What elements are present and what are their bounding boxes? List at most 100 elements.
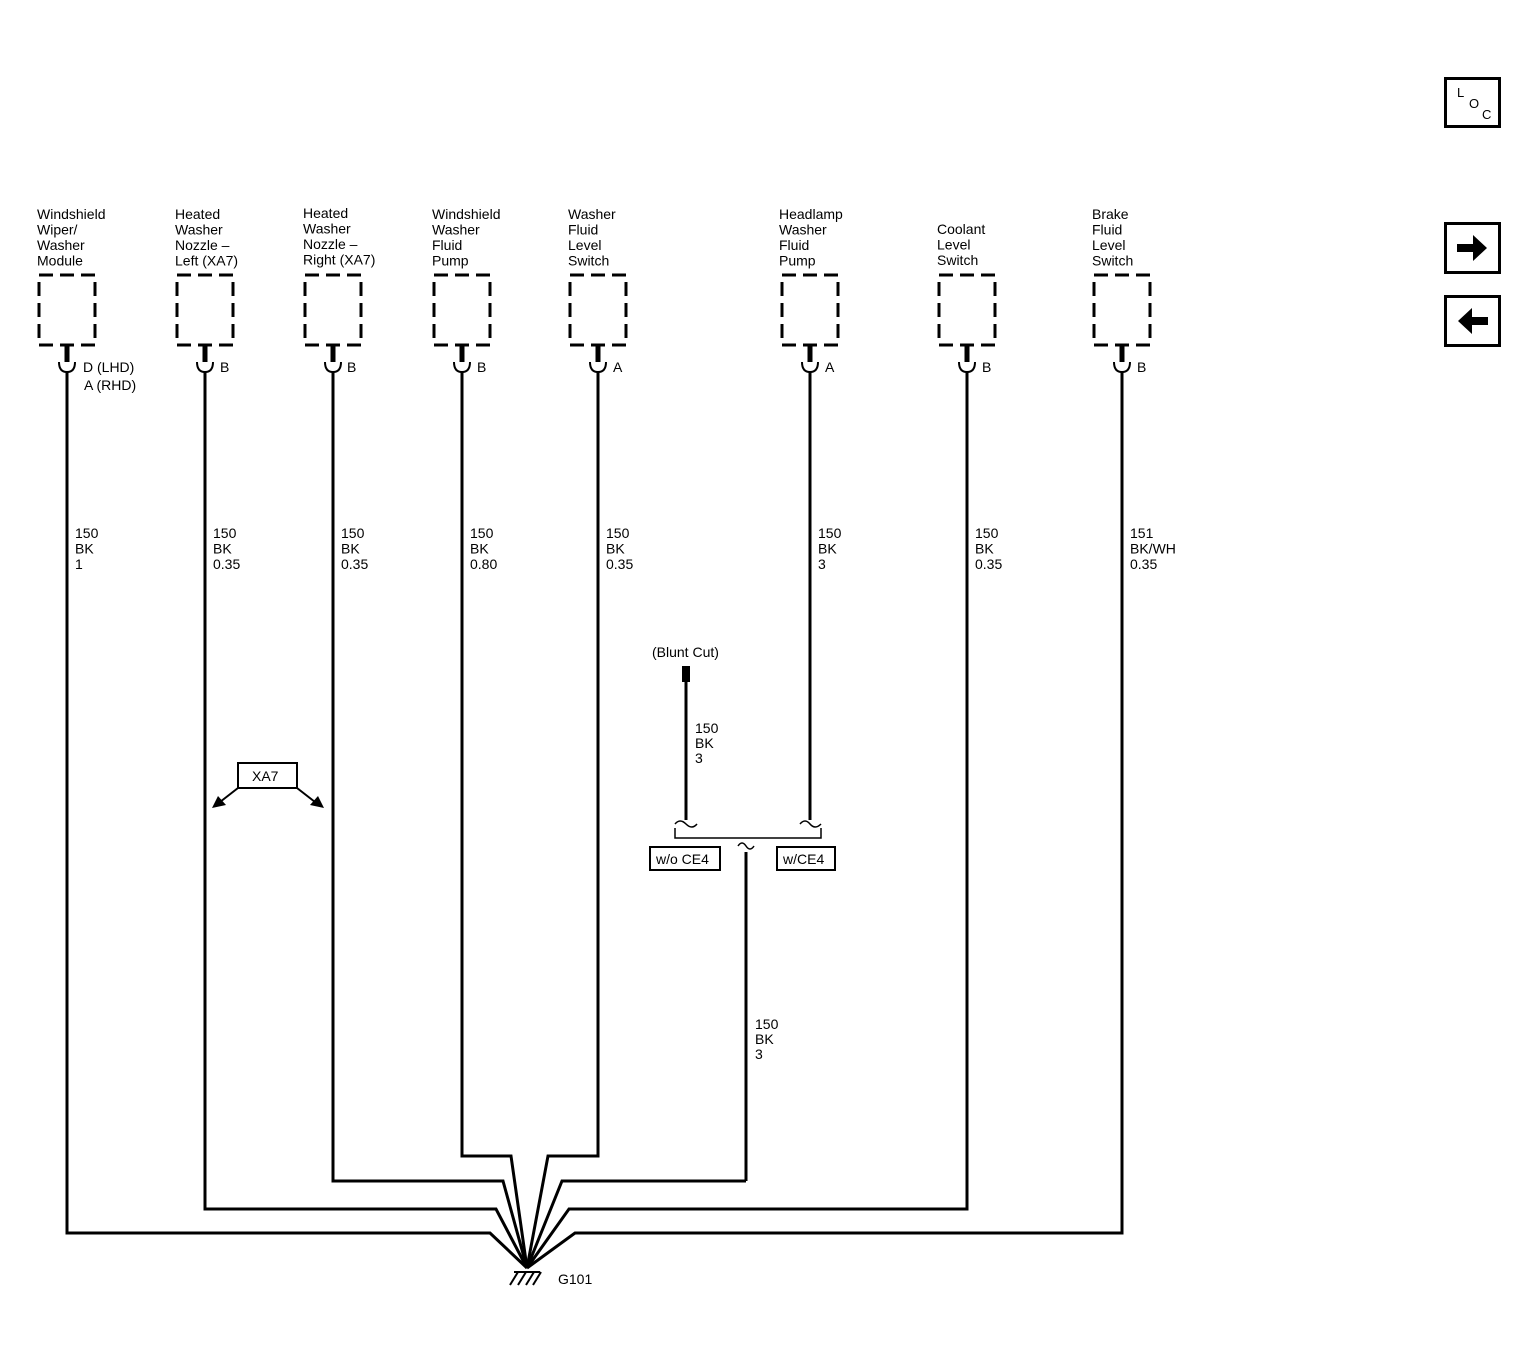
pin-label: A (RHD): [84, 377, 136, 393]
component-name-line: Switch: [937, 252, 978, 268]
component-box: [568, 273, 628, 347]
pin-label: B: [1137, 359, 1146, 375]
wire-label: BK: [975, 541, 994, 557]
component-name-line: Coolant: [937, 221, 985, 237]
component-name-line: Fluid: [779, 237, 809, 253]
component-name-line: Switch: [568, 253, 609, 269]
component-box: [780, 273, 840, 347]
pin-label: B: [220, 359, 229, 375]
blunt-cut-wire-circuit: 150: [695, 720, 719, 736]
component-name-line: Pump: [432, 253, 469, 269]
loc-letter-l: L: [1457, 85, 1465, 100]
ground-wire: [65, 372, 529, 1270]
component-name-line: Fluid: [432, 237, 462, 253]
component-name-line: Fluid: [1092, 222, 1122, 238]
ground-symbol-icon: [509, 1271, 542, 1286]
wire-label: 0.35: [1130, 556, 1157, 572]
component-box: [937, 273, 997, 347]
next-page-button[interactable]: [1444, 222, 1501, 274]
ground-wire: [525, 372, 600, 1269]
wo-ce4-label: w/o CE4: [655, 851, 709, 867]
component-name-line: Washer: [37, 237, 85, 253]
component-name-line: Brake: [1092, 206, 1129, 222]
connector-cup-icon: [589, 361, 607, 374]
component-box: [37, 273, 97, 347]
pin-label: B: [477, 359, 486, 375]
wire-label: 150: [341, 525, 365, 541]
wire-label: BK: [341, 541, 360, 557]
blunt-cut-end: [682, 666, 690, 682]
blunt-cut-label: (Blunt Cut): [652, 644, 719, 660]
connector-cup-icon: [324, 361, 342, 374]
wire-label: BK: [818, 541, 837, 557]
xa7-label: XA7: [252, 768, 279, 784]
wire-label: 0.35: [606, 556, 633, 572]
component-name-line: Right (XA7): [303, 252, 375, 268]
component-name-line: Washer: [432, 222, 480, 238]
w-ce4-box: [776, 846, 836, 871]
arrow-left-icon: [1458, 308, 1488, 334]
connector-cup-icon: [453, 361, 471, 374]
ground-wire: [525, 1179, 746, 1269]
xa7-arrows: [212, 787, 324, 808]
wire-label: BK/WH: [1130, 541, 1176, 557]
component-name-line: Level: [937, 237, 970, 253]
wire-label: BK: [75, 541, 94, 557]
arrow-right-icon: [1457, 235, 1487, 261]
component-name-line: Washer: [779, 222, 827, 238]
component-name-line: Level: [1092, 237, 1125, 253]
ground-label: G101: [558, 1271, 592, 1287]
connector-cup-icon: [196, 361, 214, 374]
wire-label: 3: [818, 556, 826, 572]
blunt-cut-wire-color: BK: [695, 735, 714, 751]
component-name-line: Heated: [303, 205, 348, 221]
component-name-line: Windshield: [37, 206, 105, 222]
loc-letter-o: O: [1469, 96, 1480, 111]
wire-label: 150: [606, 525, 630, 541]
connector-cup-icon: [958, 361, 976, 374]
loc-letter-c: C: [1482, 107, 1492, 122]
component-name-line: Heated: [175, 206, 220, 222]
location-button[interactable]: L O C: [1444, 77, 1501, 128]
connector-cup-icon: [801, 361, 819, 374]
component-name-line: Nozzle –: [303, 236, 358, 252]
component-box: [432, 273, 492, 347]
pin-label: A: [613, 359, 623, 375]
prev-page-button[interactable]: [1444, 295, 1501, 347]
pin-label: B: [347, 359, 356, 375]
wire-label: 0.35: [341, 556, 368, 572]
component-box: [303, 273, 363, 347]
wire-label: 1: [75, 556, 83, 572]
connector-cup-icon: [1113, 361, 1131, 374]
wo-ce4-box: [649, 846, 721, 871]
component-name-line: Windshield: [432, 206, 500, 222]
xa7-box: [237, 762, 298, 789]
component-name-line: Module: [37, 253, 83, 269]
wire-label: 150: [470, 525, 494, 541]
component-name-line: Fluid: [568, 222, 598, 238]
wire-label: 150: [818, 525, 842, 541]
ground-wire: [331, 372, 529, 1269]
wire-label: 0.80: [470, 556, 497, 572]
component-name-line: Headlamp: [779, 206, 843, 222]
blunt-cut-wire-size: 3: [695, 750, 703, 766]
joined-wire-circuit: 150: [755, 1016, 779, 1032]
wire-label: 0.35: [975, 556, 1002, 572]
component-name-line: Wiper/: [37, 222, 78, 238]
wire-label: BK: [606, 541, 625, 557]
component-box: [175, 273, 235, 347]
wires-layer: [65, 372, 1124, 1270]
wire-label: BK: [213, 541, 232, 557]
ground-wire: [526, 372, 1124, 1270]
component-name-line: Washer: [568, 206, 616, 222]
w-ce4-label: w/CE4: [782, 851, 824, 867]
pin-label: B: [982, 359, 991, 375]
